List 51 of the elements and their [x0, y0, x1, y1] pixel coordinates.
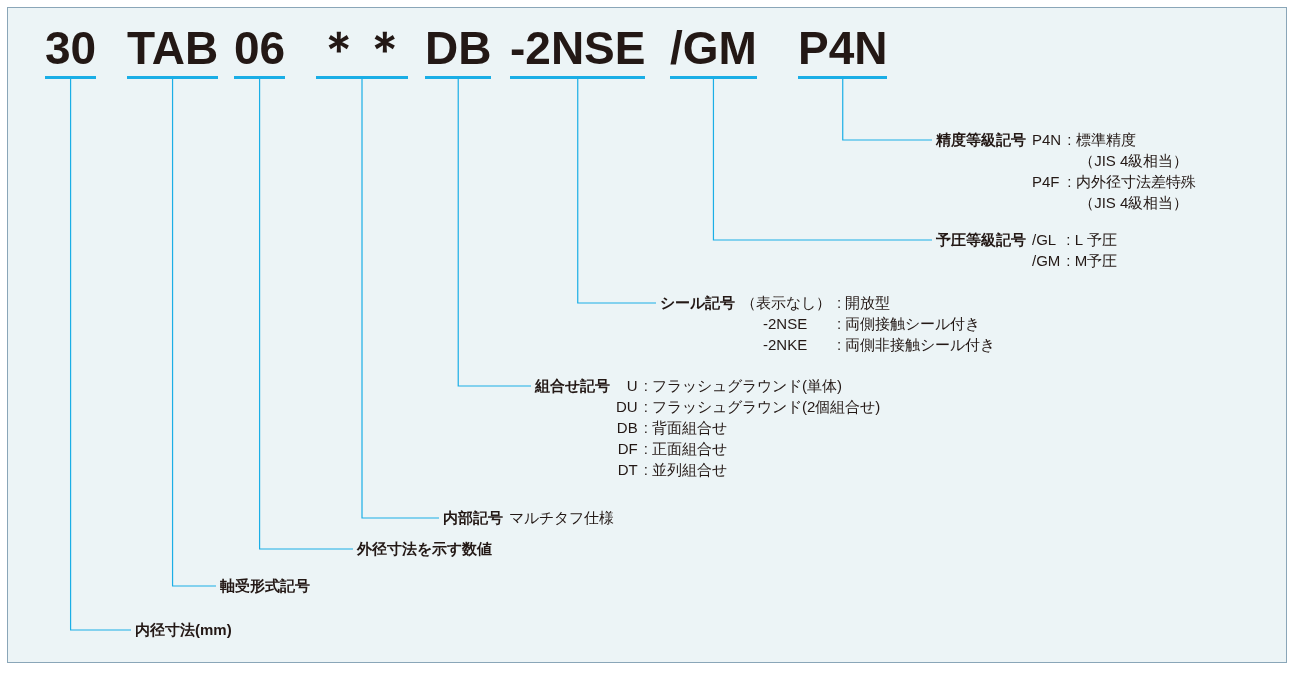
code-value: （表示なし） [741, 294, 831, 312]
description-text: : L 予圧 [1066, 231, 1118, 249]
code-value: U [625, 377, 638, 395]
code-segment: /GM [670, 24, 757, 79]
description-text: : 内外径寸法差特殊 [1067, 173, 1196, 191]
code-segment: TAB [127, 24, 219, 79]
item-heading: シール記号 [660, 294, 735, 312]
code-value: /GM [1032, 252, 1061, 270]
code-value: P4F [1032, 173, 1061, 191]
code-segment: 30 [45, 24, 97, 79]
item-heading: 組合せ記号 [535, 377, 610, 395]
description-text: : 正面組合せ [643, 440, 728, 458]
code-segment: 06 [234, 24, 286, 79]
description-text: : 開放型 [837, 294, 892, 312]
description-text: : 標準精度 [1067, 131, 1137, 149]
leader-line [171, 78, 217, 587]
item-heading: 予圧等級記号 [936, 231, 1026, 249]
leader-line [457, 78, 532, 387]
leader-line [712, 78, 933, 241]
description-text: : 背面組合せ [643, 419, 728, 437]
item-heading: 精度等級記号 [936, 131, 1026, 149]
code-value: DF [616, 440, 638, 458]
description-text: （JIS 4級相当） [1078, 194, 1190, 212]
description-text: : 両側接触シール付き [837, 315, 982, 333]
code-segment: -2NSE [510, 24, 646, 79]
code-value: -2NKE [762, 336, 809, 354]
description-text: : 並列組合せ [643, 461, 728, 479]
item-heading: 外径寸法を示す数値 [357, 540, 492, 558]
code-value: DT [616, 461, 638, 479]
code-value: P4N [1032, 131, 1062, 149]
description-text: : M予圧 [1066, 252, 1118, 270]
code-segment: P4N [798, 24, 888, 79]
description-text: マルチタフ仕様 [509, 509, 614, 527]
description-text: : フラッシュグラウンド(2個組合せ) [643, 398, 881, 416]
code-segment: DB [425, 24, 492, 79]
leader-line [842, 78, 933, 141]
leader-line [361, 78, 440, 519]
leader-line [259, 78, 354, 550]
item-heading: 内部記号 [443, 509, 503, 527]
leader-line [577, 78, 657, 304]
description-text: : 両側非接触シール付き [837, 336, 996, 354]
code-value: DU [616, 398, 638, 416]
code-value: DB [616, 419, 638, 437]
item-heading: 内径寸法(mm) [135, 621, 232, 639]
description-text: : フラッシュグラウンド(単体) [643, 377, 843, 395]
item-heading: 軸受形式記号 [220, 577, 310, 595]
code-value: -2NSE [762, 315, 809, 333]
code-segment: ＊＊ [316, 24, 408, 79]
code-value: /GL [1032, 231, 1058, 249]
description-text: （JIS 4級相当） [1078, 152, 1190, 170]
leader-line [70, 78, 132, 631]
